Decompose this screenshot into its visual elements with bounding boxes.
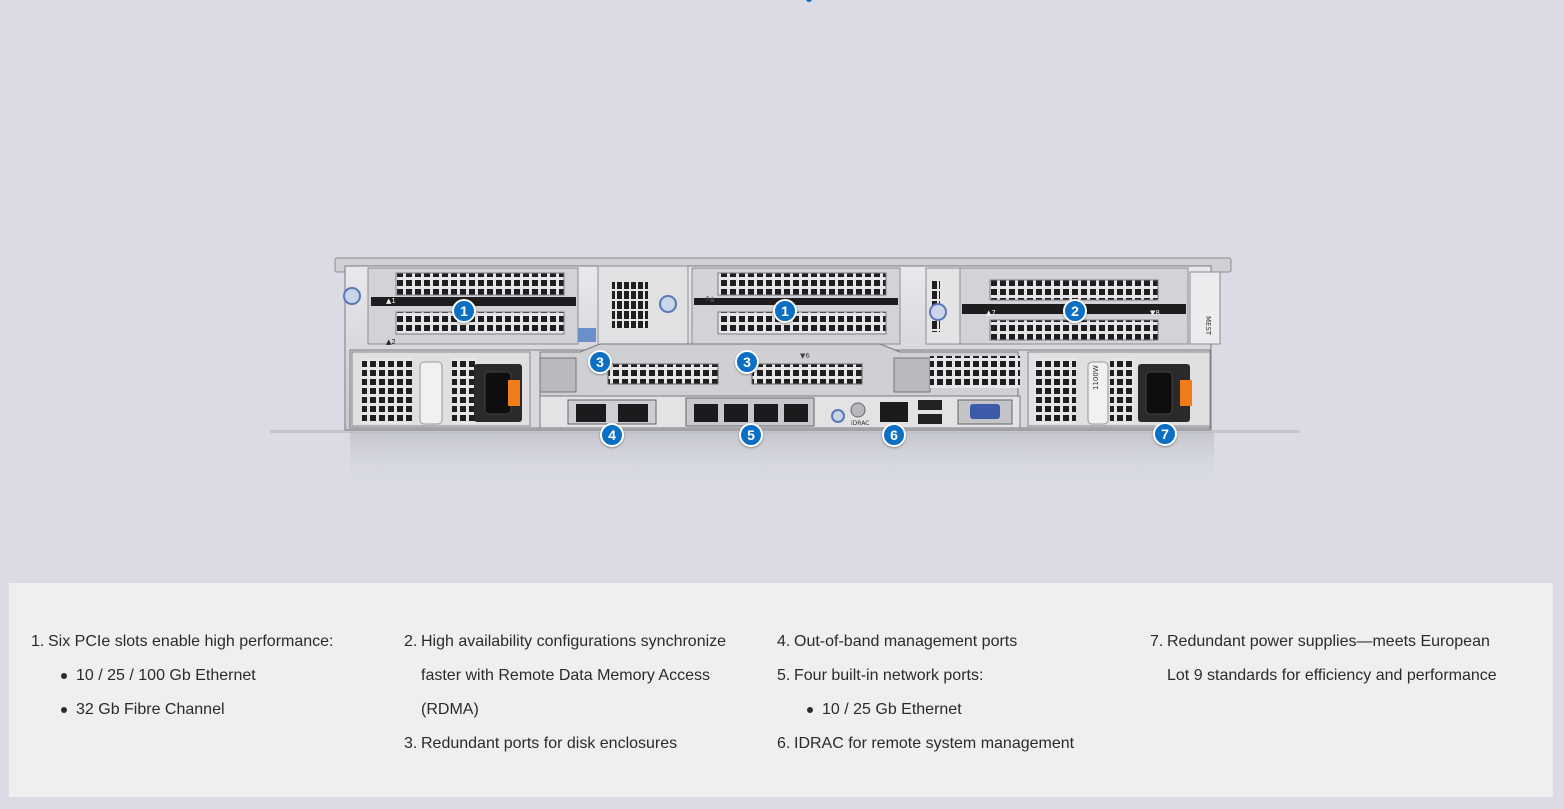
feature-number: 6.: [777, 735, 791, 752]
features-column-3: 4. Out-of-band management ports 5. Four …: [777, 625, 1127, 761]
features-column-1: 1. Six PCIe slots enable high performanc…: [31, 625, 381, 727]
feature-number: 2.: [404, 633, 418, 650]
feature-text: Redundant ports for disk enclosures: [421, 735, 678, 752]
callout-7[interactable]: 7: [1153, 422, 1177, 446]
top-indicator: [806, 0, 812, 2]
feature-text: Out-of-band management ports: [794, 633, 1018, 650]
feature-item-2: 2. High availability configurations sync…: [404, 625, 754, 727]
server-rear-image: ▲1 ▲2 4▲ ▲7 ▼8 ▼6 iDRAC 1100W MEST: [270, 257, 1300, 488]
label-slot-a2: ▲2: [386, 338, 396, 346]
feature-text: IDRAC for remote system management: [794, 735, 1075, 752]
feature-item-6: 6. IDRAC for remote system management: [777, 727, 1127, 761]
feature-text: High availability configurations synchro…: [421, 633, 727, 718]
label-slot-6: ▼6: [800, 352, 810, 360]
feature-number: 3.: [404, 735, 418, 752]
bullet-text: 32 Gb Fibre Channel: [76, 701, 225, 718]
feature-text: Six PCIe slots enable high performance:: [48, 633, 334, 650]
callout-1-center[interactable]: 1: [773, 299, 797, 323]
feature-item-7: 7. Redundant power supplies—meets Europe…: [1150, 625, 1500, 693]
feature-item-3: 3. Redundant ports for disk enclosures: [404, 727, 754, 761]
label-slot-7: ▲7: [986, 309, 996, 317]
features-panel: 1. Six PCIe slots enable high performanc…: [9, 583, 1553, 797]
callout-3-left[interactable]: 3: [588, 350, 612, 374]
callout-1-left[interactable]: 1: [452, 299, 476, 323]
feature-text: Redundant power supplies—meets European …: [1167, 633, 1497, 684]
feature-number: 5.: [777, 667, 791, 684]
label-slot-4a: 4▲: [705, 295, 715, 303]
feature-number: 7.: [1150, 633, 1164, 650]
features-column-4: 7. Redundant power supplies—meets Europe…: [1150, 625, 1500, 693]
label-idrac: iDRAC: [851, 420, 869, 427]
callout-4[interactable]: 4: [600, 423, 624, 447]
feature-number: 4.: [777, 633, 791, 650]
feature-item-5: 5. Four built-in network ports:: [777, 659, 1127, 693]
callout-3-right[interactable]: 3: [735, 350, 759, 374]
bullet-text: 10 / 25 / 100 Gb Ethernet: [76, 667, 256, 684]
callout-5[interactable]: 5: [739, 423, 763, 447]
bullet-text: 10 / 25 Gb Ethernet: [822, 701, 962, 718]
callout-2[interactable]: 2: [1063, 299, 1087, 323]
features-column-2: 2. High availability configurations sync…: [404, 625, 754, 761]
hero-section: ▲1 ▲2 4▲ ▲7 ▼8 ▼6 iDRAC 1100W MEST 1 1 2…: [270, 0, 1300, 488]
label-slot-8: ▼8: [1150, 309, 1160, 317]
bullet-dot: [804, 693, 822, 727]
feature-bullet: 32 Gb Fibre Channel: [31, 693, 381, 727]
feature-number: 1.: [31, 633, 45, 650]
label-mest: MEST: [1204, 316, 1212, 336]
feature-bullet: 10 / 25 Gb Ethernet: [777, 693, 1127, 727]
label-psu-watt: 1100W: [1092, 365, 1100, 390]
bullet-dot: [58, 659, 76, 693]
feature-text: Four built-in network ports:: [794, 667, 984, 684]
label-slot-a1: ▲1: [386, 297, 396, 305]
feature-bullet: 10 / 25 / 100 Gb Ethernet: [31, 659, 381, 693]
feature-item-1: 1. Six PCIe slots enable high performanc…: [31, 625, 381, 659]
feature-item-4: 4. Out-of-band management ports: [777, 625, 1127, 659]
bullet-dot: [58, 693, 76, 727]
callout-6[interactable]: 6: [882, 423, 906, 447]
